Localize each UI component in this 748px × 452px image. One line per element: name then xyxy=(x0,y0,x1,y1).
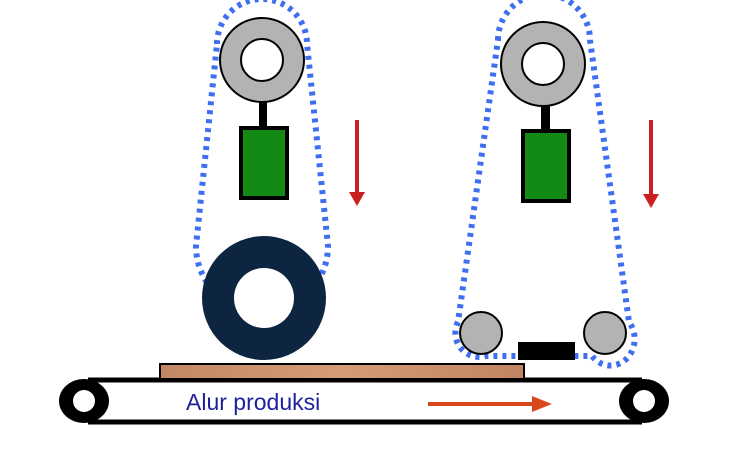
left-drum-hole xyxy=(234,268,294,328)
left-motor xyxy=(239,126,289,200)
left-shaft xyxy=(259,101,267,129)
right-bottom-roller-right xyxy=(583,311,627,355)
wooden-board xyxy=(159,363,525,380)
right-top-pulley-hole xyxy=(521,42,565,86)
left-top-pulley-hole xyxy=(240,38,284,82)
left-belt xyxy=(192,0,332,315)
right-station xyxy=(452,0,659,369)
right-shaft xyxy=(541,105,550,133)
left-down-arrow-head xyxy=(349,192,365,206)
conveyor-roller-left-hub xyxy=(73,390,95,412)
conveyor-roller-right-hub xyxy=(633,390,655,412)
left-station xyxy=(192,0,365,360)
right-press-block xyxy=(518,342,575,360)
right-bottom-roller-left xyxy=(459,311,503,355)
right-belt xyxy=(452,0,638,369)
conveyor-label: Alur produksi xyxy=(186,389,320,415)
conveyor: Alur produksi xyxy=(59,377,669,425)
flow-arrow-head xyxy=(532,396,552,412)
right-motor xyxy=(521,129,571,203)
right-down-arrow-head xyxy=(643,194,659,208)
